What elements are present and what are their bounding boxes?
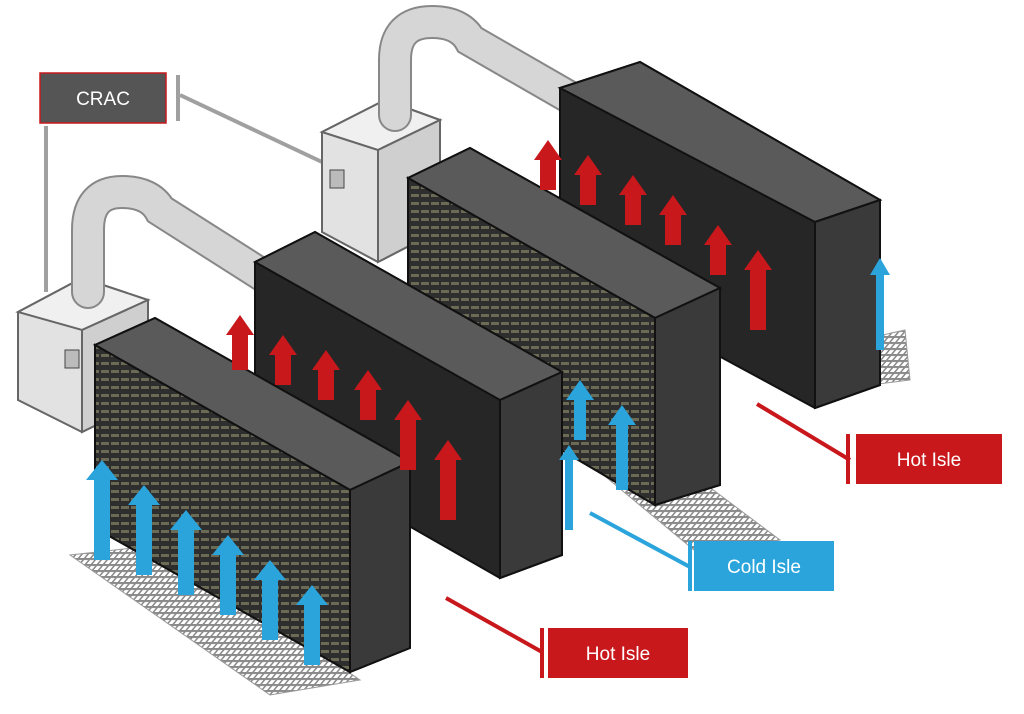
airflow-arrow-icon bbox=[226, 140, 772, 520]
crac-label-text: CRAC bbox=[76, 89, 130, 110]
cold-isle-label: Cold Isle bbox=[688, 541, 834, 591]
hot-isle-label-right-text: Hot Isle bbox=[897, 450, 961, 471]
air-duct-icon bbox=[71, 174, 507, 437]
crac-label: CRAC bbox=[39, 72, 180, 124]
hot-isle-label-bottom: Hot Isle bbox=[540, 628, 688, 678]
air-duct-icon bbox=[378, 4, 817, 247]
server-rack-icon bbox=[405, 146, 723, 507]
leader-lines bbox=[44, 93, 852, 654]
hot-isle-label-right: Hot Isle bbox=[846, 434, 1002, 484]
cold-isle-label-text: Cold Isle bbox=[727, 557, 801, 578]
hot-isle-label-bottom-text: Hot Isle bbox=[586, 644, 650, 665]
airflow-arrow-icon bbox=[86, 258, 890, 665]
